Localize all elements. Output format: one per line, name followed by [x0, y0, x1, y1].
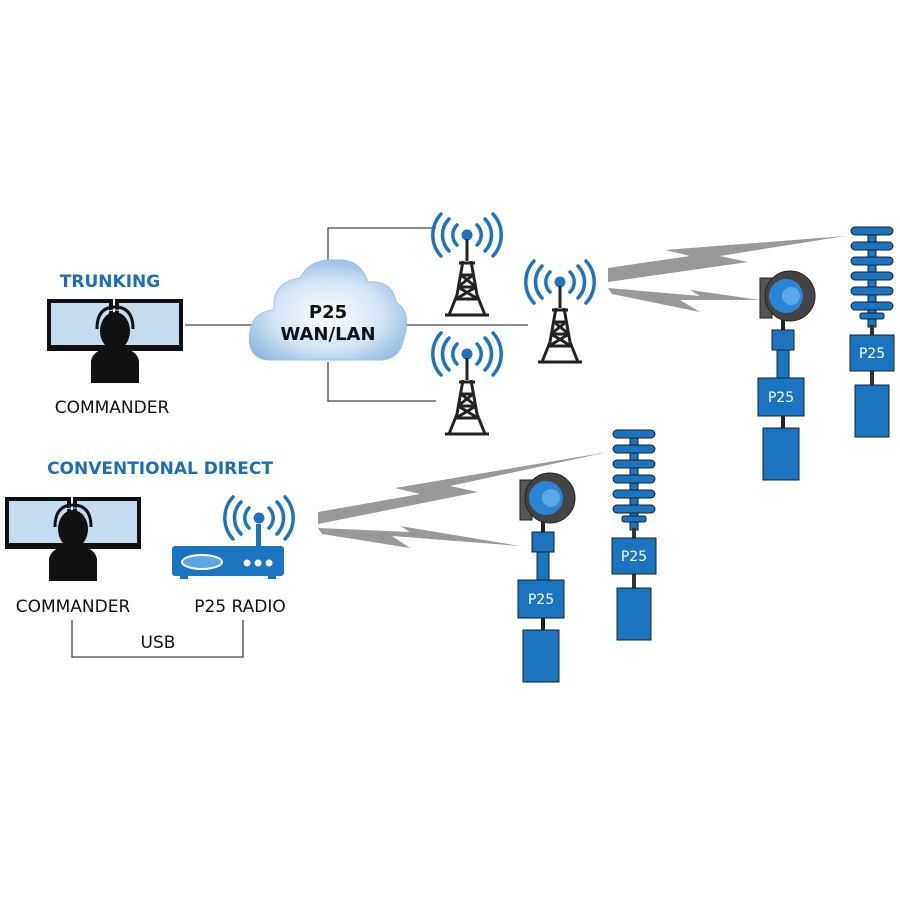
usb-label: USB — [141, 633, 176, 653]
p25-radio-base-icon — [172, 495, 295, 579]
conventional-heading: CONVENTIONAL DIRECT — [47, 459, 273, 479]
signal-bolt-icon — [608, 236, 845, 282]
radio-tower-icon — [526, 261, 594, 362]
radio-tower-icon — [433, 214, 501, 315]
radio-badge: P25 — [859, 346, 885, 362]
radio-badge: P25 — [528, 592, 554, 608]
cloud-label-line1: P25 — [309, 302, 347, 323]
trunking-commander-label: COMMANDER — [55, 398, 170, 418]
signal-bolt-icon — [318, 526, 520, 548]
handheld-radio-antenna-icon — [849, 226, 895, 438]
signal-bolts-conventional — [318, 452, 608, 548]
network-wires — [185, 227, 528, 402]
p25-radio-label: P25 RADIO — [194, 597, 286, 617]
radio-tower-icon — [433, 333, 501, 434]
trunking-heading: TRUNKING — [60, 272, 160, 292]
handheld-radio-speaker-mic-icon — [757, 270, 816, 481]
commander-workstation-icon — [3, 495, 143, 583]
handheld-radio-speaker-mic-icon — [517, 472, 576, 683]
p25-wan-lan-cloud: P25 WAN/LAN — [248, 259, 408, 361]
radio-badge: P25 — [768, 390, 794, 406]
commander-workstation-icon — [45, 297, 185, 385]
radio-badge: P25 — [621, 549, 647, 565]
signal-bolt-icon — [318, 452, 608, 524]
conventional-commander-label: COMMANDER — [16, 597, 131, 617]
signal-bolts-trunking — [608, 236, 845, 312]
signal-bolt-icon — [608, 288, 760, 312]
handheld-radio-antenna-icon — [611, 429, 657, 641]
usb-cable — [71, 620, 244, 658]
cloud-label-line2: WAN/LAN — [280, 324, 375, 345]
